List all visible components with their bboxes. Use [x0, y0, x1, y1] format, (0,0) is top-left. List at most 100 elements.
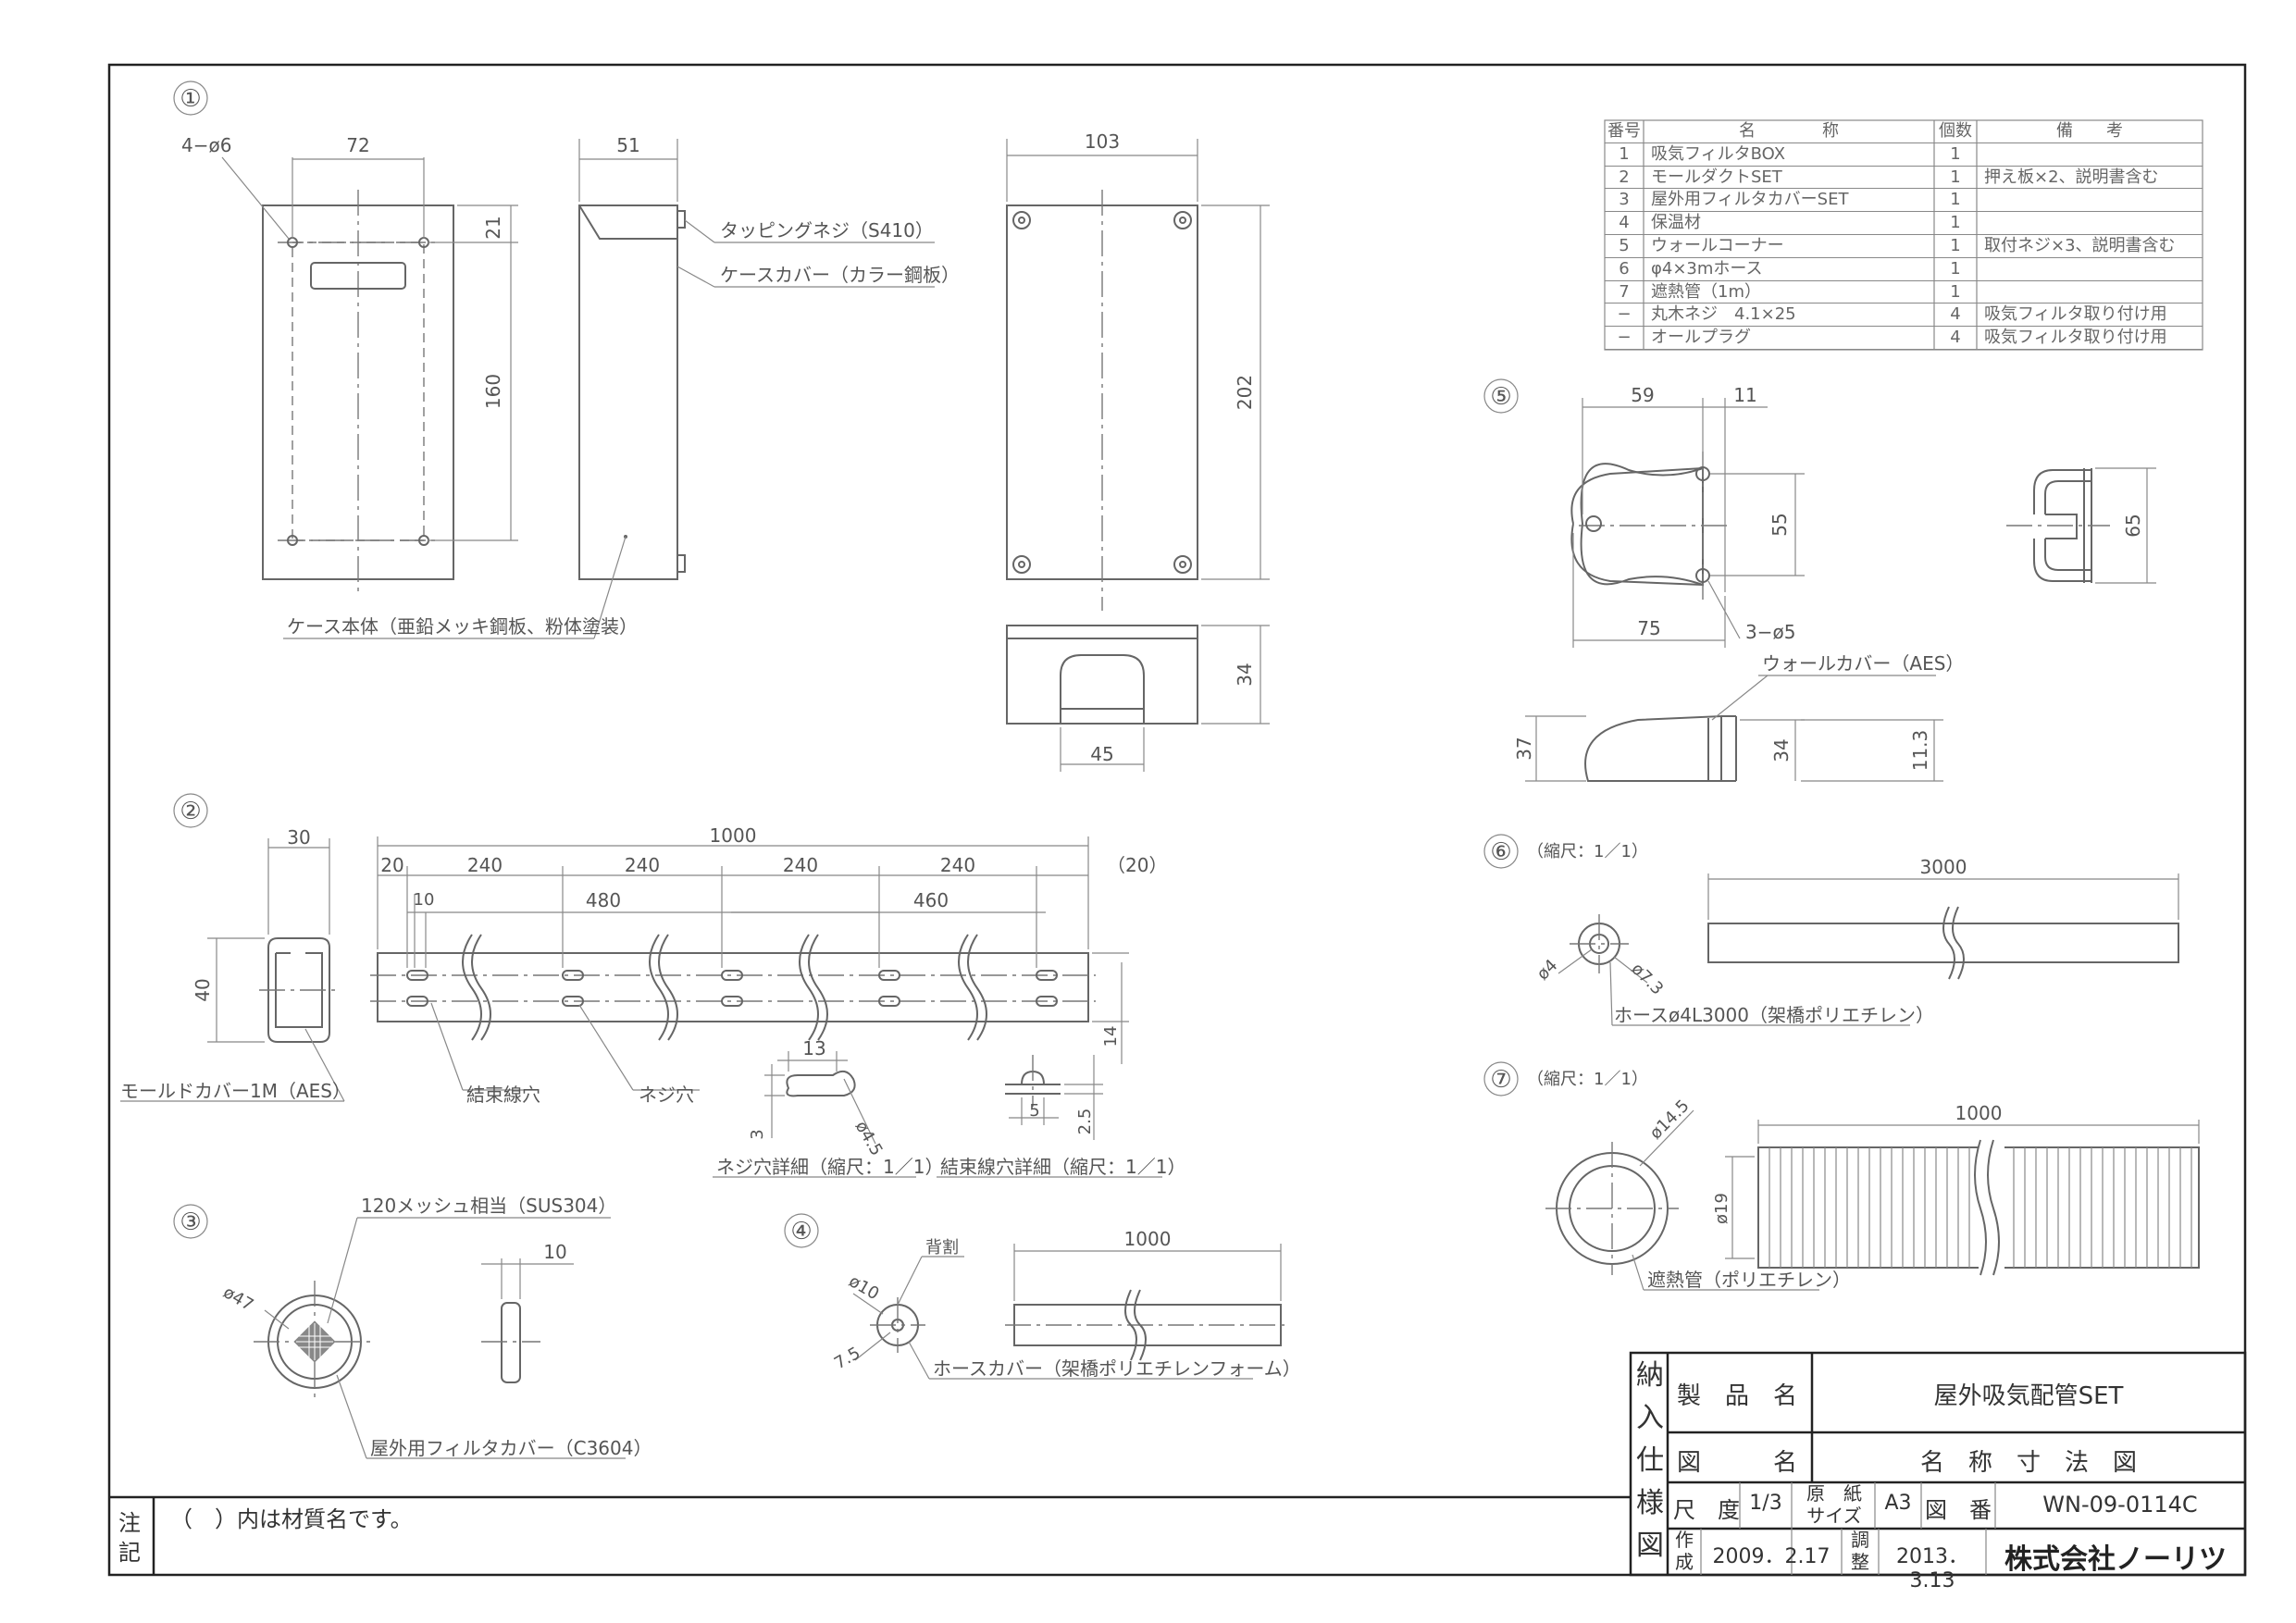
parts-table-cell: 4: [1619, 213, 1630, 233]
adjusted-date: 2013．3.13: [1896, 1545, 1968, 1592]
view-2-screwhole-detail: [786, 1070, 856, 1097]
view-7-number: ⑦: [1490, 1066, 1511, 1094]
svg-text:モールドカバー1M（AES）: モールドカバー1M（AES）: [120, 1080, 351, 1102]
view-6-number: ⑥: [1490, 838, 1511, 866]
parts-table-cell: [1977, 143, 2203, 166]
view-3-mesh: [293, 1320, 336, 1363]
svg-text:遮熱管（ポリエチレン）: 遮熱管（ポリエチレン）: [1647, 1269, 1851, 1291]
parts-table-cell: 1: [1950, 258, 1961, 279]
svg-text:240: 240: [467, 854, 503, 876]
parts-table-cell: ウォールコーナー: [1651, 235, 1784, 255]
svg-text:2.5: 2.5: [1075, 1109, 1095, 1135]
view-3-number: ③: [180, 1208, 201, 1236]
view-7-pipe-body: [1757, 1139, 2200, 1276]
svg-text:5: 5: [1029, 1101, 1039, 1121]
view-7-heat-pipe: ⑦ （縮尺：1／1） ø14.5 遮熱管（ポリエチレン） 1000 ø19: [1483, 1061, 2200, 1291]
parts-table-header-cell: 番号: [1607, 121, 1641, 141]
parts-table-cell: [1977, 258, 2203, 280]
created-date: 2009．2.17: [1712, 1545, 1831, 1568]
svg-text:10: 10: [543, 1241, 566, 1263]
svg-text:1000: 1000: [710, 824, 757, 847]
view-2-long: [377, 952, 1089, 1022]
parts-table-cell: 7: [1619, 281, 1630, 302]
svg-text:45: 45: [1090, 743, 1113, 765]
parts-table-header-cell: 名 称: [1739, 121, 1839, 141]
svg-text:460: 460: [913, 889, 949, 911]
product-name-label: 製 品 名: [1677, 1382, 1798, 1410]
svg-text:ウォールカバー（AES）: ウォールカバー（AES）: [1762, 652, 1964, 675]
svg-text:ネジ穴詳細（縮尺：1／1）: ネジ穴詳細（縮尺：1／1）: [716, 1156, 943, 1178]
parts-table-cell: [1977, 189, 2203, 211]
parts-table-cell: 3: [1619, 190, 1630, 210]
parts-table-cell: 吸気フィルタ取り付け用: [1984, 304, 2167, 325]
created-label: 作 成: [1675, 1529, 1694, 1573]
parts-table: [1604, 119, 2203, 351]
svg-text:ø14.5: ø14.5: [1646, 1096, 1694, 1144]
parts-table-cell: [1977, 212, 2203, 234]
svg-text:3: 3: [748, 1129, 767, 1139]
view-3-side: [501, 1302, 521, 1383]
title-block: [1629, 1351, 2247, 1577]
view-1-screw-heads: [1012, 211, 1192, 574]
svg-text:4−ø6: 4−ø6: [181, 134, 231, 156]
parts-table-cell: 遮熱管（1m）: [1651, 281, 1761, 302]
svg-text:72: 72: [346, 134, 369, 156]
svg-text:34: 34: [1770, 738, 1793, 762]
svg-text:ø19: ø19: [1712, 1193, 1731, 1224]
svg-text:ホースø4L3000（架橋ポリエチレン）: ホースø4L3000（架橋ポリエチレン）: [1614, 1004, 1934, 1026]
product-name-value: 屋外吸気配管SET: [1933, 1382, 2124, 1410]
parts-table-cell: 1: [1950, 143, 1961, 164]
view-4-number: ④: [790, 1218, 812, 1245]
view-2-number: ②: [180, 798, 201, 825]
adjusted-label: 調 整: [1851, 1529, 1869, 1573]
scale-value: 1/3: [1749, 1492, 1782, 1515]
view-1-marker-circle: [173, 81, 208, 116]
view-5-wall-corner: ⑤ 59 11 55 75 3−ø5 65 ウォー: [1483, 378, 2156, 782]
parts-table-cell: 1: [1950, 281, 1961, 302]
svg-text:3−ø5: 3−ø5: [1745, 621, 1795, 643]
svg-text:480: 480: [586, 889, 621, 911]
parts-table-cell: 2: [1619, 167, 1630, 187]
parts-table-cell: 4: [1950, 328, 1961, 348]
svg-text:21: 21: [482, 216, 504, 239]
parts-table-cell: 1: [1950, 190, 1961, 210]
svg-text:10: 10: [414, 890, 435, 910]
parts-table-row: 7 遮熱管（1m） 1: [1605, 281, 2203, 304]
svg-text:1000: 1000: [1124, 1228, 1172, 1250]
parts-table-cell: 吸気フィルタBOX: [1651, 143, 1786, 164]
parts-table-cell: 取付ネジ×3、説明書含む: [1984, 235, 2176, 255]
parts-table-cell: 4: [1950, 304, 1961, 325]
parts-table-header: 番号名 称個数備 考: [1605, 120, 2203, 143]
paper-size-value: A3: [1884, 1492, 1912, 1515]
svg-text:120メッシュ相当（SUS304）: 120メッシュ相当（SUS304）: [361, 1195, 616, 1217]
svg-text:59: 59: [1631, 384, 1654, 406]
svg-text:1000: 1000: [1955, 1102, 2003, 1124]
svg-text:ケースカバー（カラー鋼板）: ケースカバー（カラー鋼板）: [720, 264, 960, 286]
svg-text:37: 37: [1513, 737, 1535, 760]
svg-text:ø47: ø47: [220, 1282, 257, 1315]
view-1-filter-box: ① 72 4−ø6 21 160 51 タッピングネジ（S410） ケースカバー…: [173, 81, 1270, 772]
svg-text:65: 65: [2122, 514, 2144, 537]
parts-table-cell: 1: [1950, 213, 1961, 233]
svg-text:ø7.3: ø7.3: [1627, 960, 1667, 999]
svg-text:タッピングネジ（S410）: タッピングネジ（S410）: [720, 219, 934, 242]
view-5-wall-cover: [1584, 714, 1722, 782]
parts-table-cell: −: [1617, 328, 1632, 348]
drawing-name-value: 名 称 寸 法 図: [1919, 1449, 2137, 1477]
notes-box: [109, 1495, 1631, 1575]
parts-table-header-cell: 個数: [1939, 121, 1972, 141]
svg-text:55: 55: [1769, 513, 1791, 536]
svg-text:（縮尺：1／1）: （縮尺：1／1）: [1527, 1070, 1648, 1089]
svg-text:202: 202: [1234, 375, 1256, 410]
svg-text:結束線穴詳細（縮尺：1／1）: 結束線穴詳細（縮尺：1／1）: [940, 1156, 1185, 1178]
svg-text:160: 160: [482, 374, 504, 409]
sheet-frame: [107, 63, 2247, 1577]
svg-text:13: 13: [802, 1037, 825, 1059]
